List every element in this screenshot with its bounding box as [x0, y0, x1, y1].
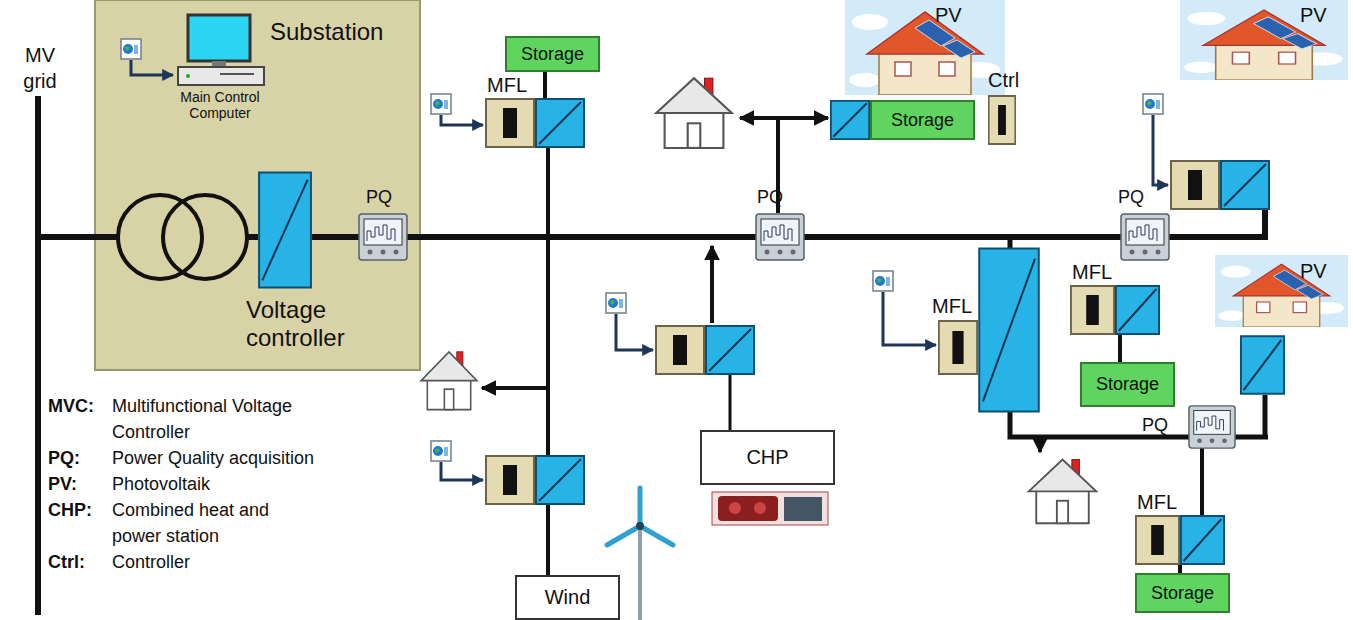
- chp-engine: [712, 492, 828, 525]
- text-label: PV: [1300, 2, 1327, 28]
- node-label: Storage: [521, 44, 584, 65]
- text-label: PV: [1300, 258, 1327, 284]
- node-label: MFL: [932, 295, 972, 318]
- storage-box: Storage: [1135, 573, 1230, 613]
- voltage-controller: Voltage controller: [258, 170, 312, 290]
- node-label: MFL: [1137, 491, 1177, 514]
- converter-units: [259, 96, 1284, 564]
- legend-abbreviation: MVC:: [48, 393, 94, 419]
- pv-houses: [845, 0, 1348, 327]
- mfl-unit: MFL: [485, 98, 585, 148]
- node-label: Storage: [1151, 583, 1214, 604]
- pq-meter: PQ: [755, 213, 805, 261]
- chp-box: CHP: [700, 430, 835, 485]
- node-label: MFL: [487, 74, 527, 97]
- node-label: Substation: [270, 18, 383, 46]
- text-label: MV grid: [15, 42, 65, 94]
- node-label: PQ: [366, 187, 392, 208]
- text-label: PV: [935, 2, 962, 28]
- text-label: Combined heat and power station: [112, 497, 312, 549]
- legend-abbreviation: PV:: [48, 471, 77, 497]
- bus-lines: [38, 96, 1268, 615]
- mfl-unit: MFL: [1070, 285, 1160, 335]
- node-label: Ctrl: [988, 69, 1019, 92]
- wind-box: Wind: [515, 575, 620, 620]
- node-label: PQ: [1142, 415, 1168, 436]
- storage-box: Storage: [870, 100, 975, 140]
- text-label: Power Quality acquisition: [112, 445, 352, 471]
- legend-abbreviation: Ctrl:: [48, 549, 85, 575]
- node-label: CHP: [746, 446, 788, 469]
- substation-panel: [95, 0, 420, 370]
- legend-abbreviation: PQ:: [48, 445, 80, 471]
- node-label: Voltage controller: [246, 296, 376, 351]
- legend-abbreviation: CHP:: [48, 497, 92, 523]
- communication-links: [131, 60, 1168, 480]
- pq-meter: PQ: [1120, 213, 1170, 261]
- connector-line: [1118, 335, 1122, 362]
- node-label: PQ: [757, 187, 783, 208]
- node-label: Storage: [1096, 374, 1159, 395]
- pq-meter: PQ: [1188, 405, 1236, 449]
- storage-box: Storage: [1080, 362, 1175, 407]
- computer-icon: [178, 15, 264, 85]
- storage-box: Storage: [505, 36, 600, 72]
- power-flow-arrows: [482, 118, 1040, 452]
- transformer-symbol: [118, 195, 247, 279]
- node-label: Storage: [891, 110, 954, 131]
- control-computer: Main Control Computer: [175, 15, 265, 87]
- connector-line: [543, 72, 547, 98]
- node-label: Wind: [545, 586, 591, 609]
- text-label: Photovoltaik: [112, 471, 352, 497]
- houses: [421, 78, 1096, 523]
- pq-meters: [359, 214, 1235, 448]
- text-label: Controller: [112, 549, 352, 575]
- node-label: Main Control Computer: [160, 89, 280, 121]
- substation-panel: SubstationMain Control ComputerVoltage c…: [95, 0, 420, 370]
- node-label: PQ: [1118, 187, 1144, 208]
- node-label: MFL: [1072, 261, 1112, 284]
- mfl-unit: MFL: [938, 245, 1040, 415]
- mfl-unit: MFL: [1135, 515, 1225, 565]
- text-label: Multifunctional Voltage Controller: [112, 393, 327, 445]
- pq-meter: PQ: [358, 213, 408, 261]
- controller-unit: Ctrl: [988, 95, 1016, 145]
- connector-line: [1178, 565, 1182, 573]
